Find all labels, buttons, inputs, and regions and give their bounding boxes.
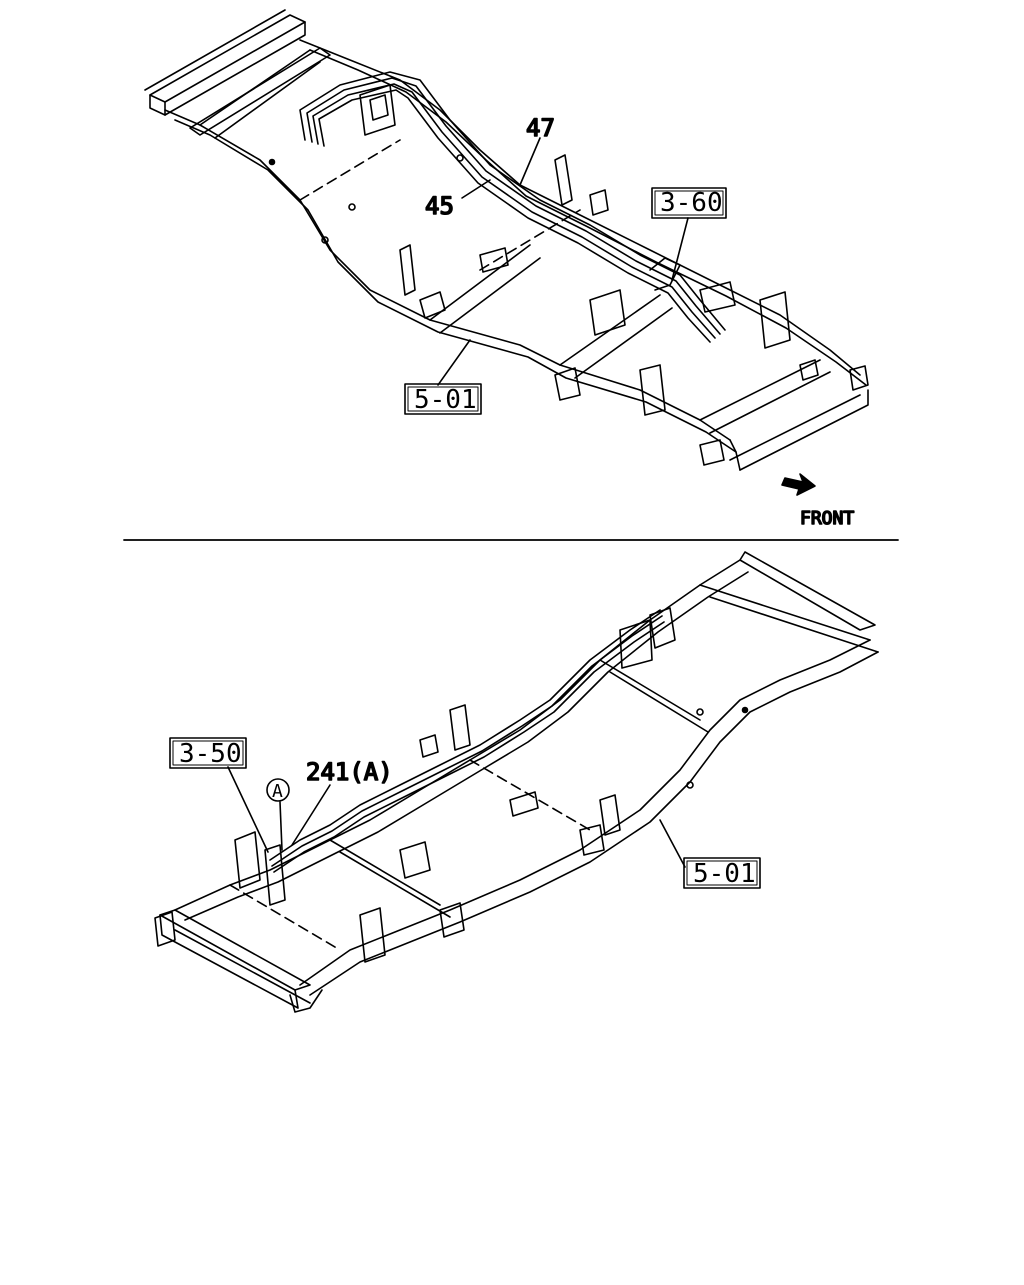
ref-3-50-label: 3-50 (179, 739, 242, 769)
callout-45: 45 (425, 192, 454, 220)
ref-box-5-01-top[interactable]: 5-01 (404, 383, 482, 415)
arrow-front-icon (781, 473, 816, 496)
bottom-leader-lines (227, 766, 686, 868)
callout-241a: 241(A) (306, 758, 393, 786)
ref-5-01-bottom-label: 5-01 (693, 859, 756, 889)
circle-a-marker: A (266, 778, 290, 802)
circle-a-label: A (272, 781, 283, 802)
front-label: FRONT (800, 508, 854, 529)
ref-box-5-01-bottom[interactable]: 5-01 (683, 857, 761, 889)
ref-3-60-label: 3-60 (660, 188, 723, 218)
ref-box-3-60[interactable]: 3-60 (651, 187, 727, 219)
ref-box-3-50[interactable]: 3-50 (169, 737, 247, 769)
bottom-frame-illustration (154, 551, 879, 1013)
top-leader-lines (437, 137, 689, 386)
top-frame-illustration (144, 9, 869, 471)
callout-47: 47 (526, 114, 555, 142)
ref-5-01-top-label: 5-01 (414, 385, 477, 415)
